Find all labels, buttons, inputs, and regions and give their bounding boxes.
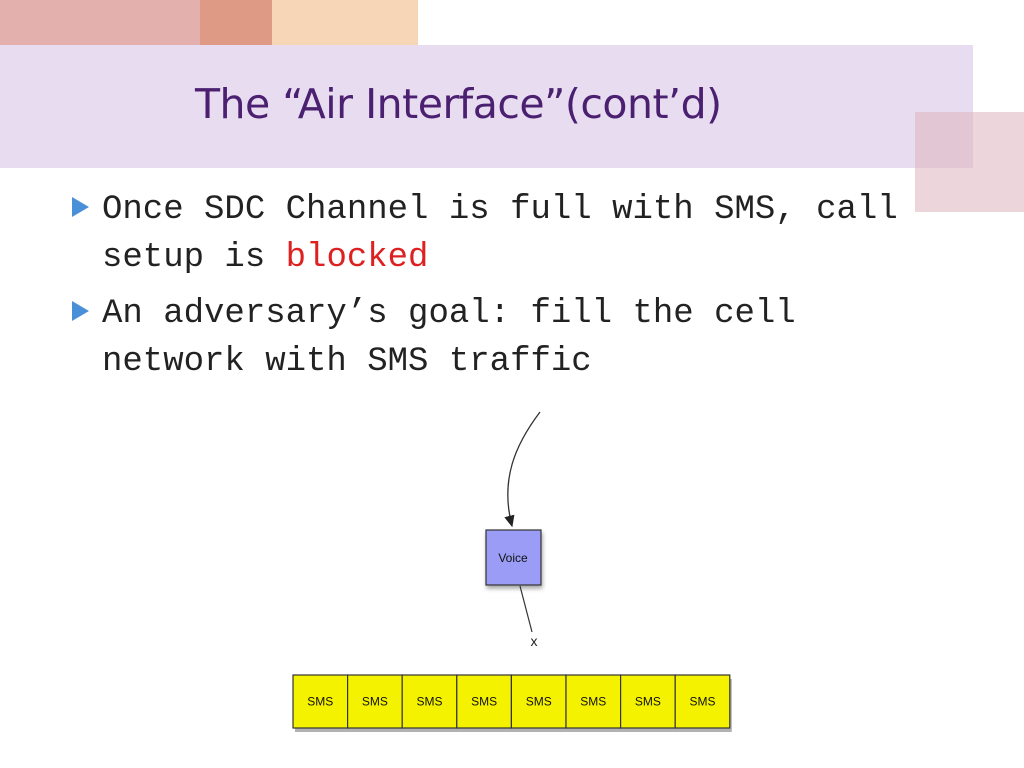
sms-slot-label: SMS [635, 695, 661, 709]
bullet-text: Once SDC Channel is full with SMS, call … [102, 186, 950, 282]
incoming-call-arrow [504, 411, 541, 528]
voice-label: Voice [498, 551, 528, 565]
sms-slot-label: SMS [307, 695, 333, 709]
bullet-highlight: blocked [285, 239, 429, 277]
sms-slot [401, 674, 458, 729]
sms-slot [619, 674, 676, 729]
sms-slot-label: SMS [471, 695, 497, 709]
sms-channel-row: SMS SMS SMS SMS SMS SMS SMS SMS [292, 674, 732, 732]
bullet-arrow-icon [72, 197, 89, 217]
bullet-list: Once SDC Channel is full with SMS, call … [70, 186, 950, 394]
sms-slot [674, 674, 731, 729]
bullet-arrow-icon [72, 301, 89, 321]
voice-box [485, 529, 542, 586]
blocked-marker: x [531, 633, 538, 649]
sms-slot-label: SMS [362, 695, 388, 709]
sms-slot [292, 674, 349, 729]
blocked-path-line [519, 585, 533, 633]
bullet-text-main: An adversary’s goal: fill the cell netwo… [102, 295, 796, 381]
sms-slot [510, 674, 567, 729]
bullet-text-main: Once SDC Channel is full with SMS, call … [102, 191, 898, 277]
bullet-item: Once SDC Channel is full with SMS, call … [70, 186, 950, 282]
sms-slot-label: SMS [580, 695, 606, 709]
sms-slot-label: SMS [526, 695, 552, 709]
decorative-block [915, 112, 1024, 212]
bullet-item: An adversary’s goal: fill the cell netwo… [70, 290, 950, 386]
slide-title: The “Air Interface”(cont’d) [195, 80, 722, 128]
bullet-text: An adversary’s goal: fill the cell netwo… [102, 290, 950, 386]
sms-slot [347, 674, 403, 729]
sms-slot-label: SMS [689, 695, 715, 709]
title-band [0, 45, 973, 168]
sms-slot-label: SMS [416, 695, 442, 709]
